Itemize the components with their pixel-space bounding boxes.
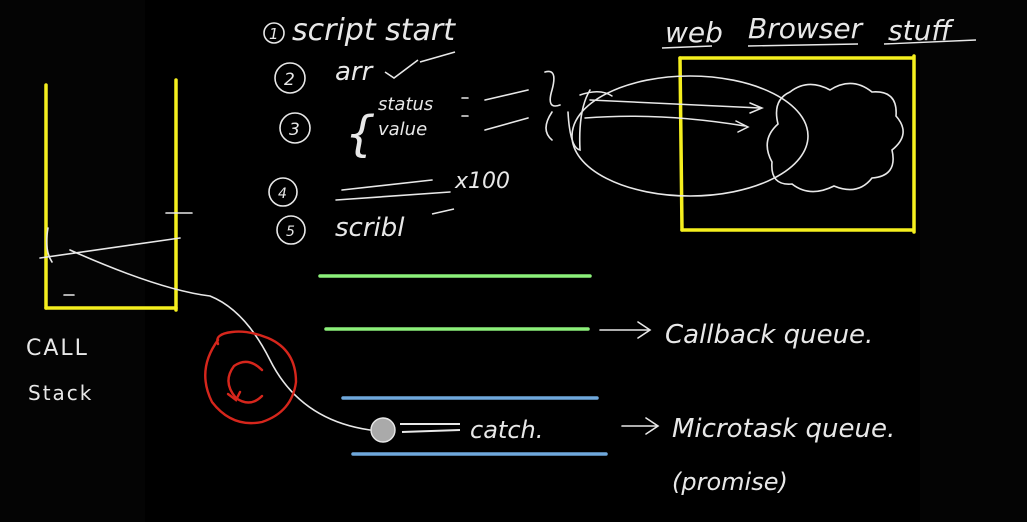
browser-title-web: web [665, 16, 723, 49]
step-3-text: status [378, 94, 433, 115]
callback-queue-lines [318, 274, 592, 331]
step-1-text: script start [292, 13, 456, 48]
microtask-item-text: catch. [470, 416, 543, 444]
right-panel-shade [920, 0, 1027, 522]
step-1-number: 1 [269, 25, 279, 43]
callback-queue-label: Callback queue. [665, 320, 873, 350]
step-5-number: 5 [286, 224, 295, 240]
step-2-number: 2 [284, 70, 295, 90]
step-5-text: scribl [335, 213, 405, 243]
browser-title-underline [661, 39, 977, 49]
step-4-strokes [335, 179, 451, 201]
microtask-queue-lines [341, 396, 608, 456]
web-api-cloud [766, 82, 904, 193]
microtask-queue-label: Microtask queue. [672, 414, 895, 444]
step-4-number: 4 [278, 186, 287, 202]
step-2-text: arr [335, 57, 375, 87]
browser-title-browser: Browser [748, 12, 864, 45]
call-stack-marks [39, 212, 371, 431]
callback-queue-arrow [599, 321, 652, 339]
call-stack-label-line2: Stack [28, 381, 93, 405]
browser-box [678, 54, 916, 234]
left-panel-shade [0, 0, 145, 522]
browser-arrows [579, 91, 764, 133]
step-5-dash [431, 208, 455, 215]
step-3-dashes [461, 70, 561, 141]
event-loop-circle [204, 330, 298, 425]
step-3-brace: { [345, 106, 376, 162]
step-3-number: 3 [289, 120, 300, 140]
microtask-queue-arrow [621, 417, 660, 435]
microtask-queue-sub: (promise) [672, 468, 788, 496]
web-api-ellipse [567, 75, 809, 197]
step-4-note: x100 [454, 169, 510, 194]
call-stack-label-line1: CALL [26, 336, 89, 361]
call-stack-box [44, 78, 178, 312]
microtask-scribble [370, 417, 461, 443]
step-2-tick [384, 51, 456, 79]
step-3-value: value [378, 119, 427, 140]
step-circles [263, 22, 311, 245]
